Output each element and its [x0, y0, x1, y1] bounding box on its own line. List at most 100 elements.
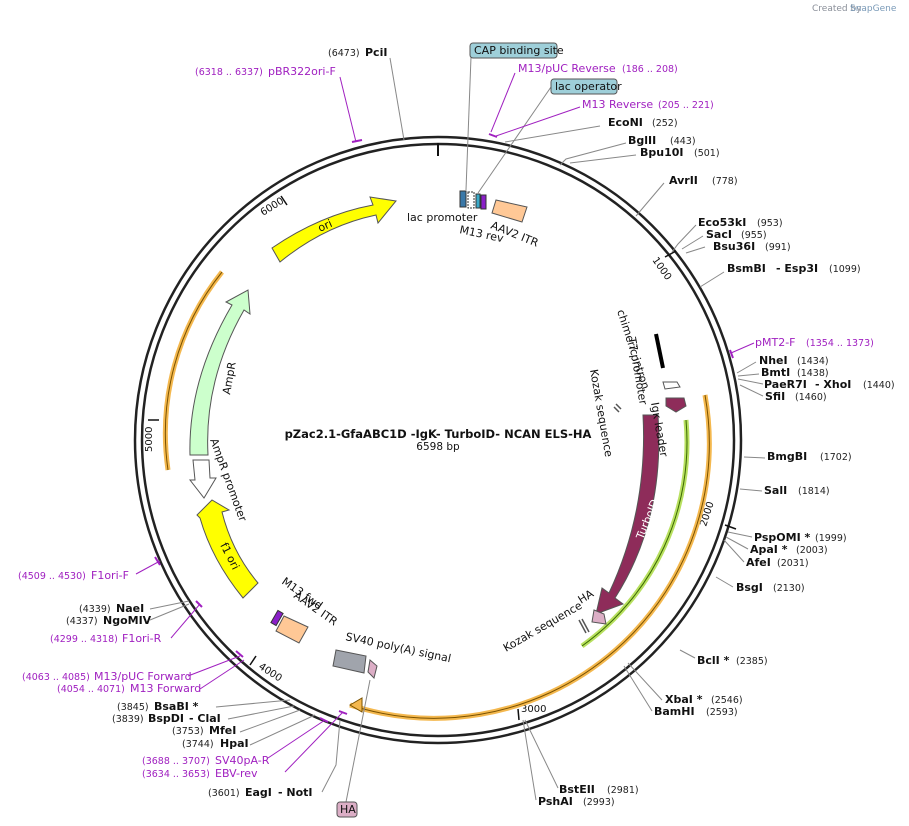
svg-text:BmtI: BmtI — [761, 366, 790, 379]
svg-text:(4337): (4337) — [66, 616, 98, 627]
svg-text:pMT2-F: pMT2-F — [755, 336, 796, 349]
svg-text:BspDI: BspDI — [148, 712, 184, 725]
svg-text:SacI: SacI — [706, 228, 732, 241]
enzyme-econi: EcoNI(252) — [608, 116, 678, 129]
svg-text:BsaBI *: BsaBI * — [154, 700, 199, 713]
enzyme-saci: SacI(955) — [706, 228, 767, 241]
svg-text:EcoNI: EcoNI — [608, 116, 643, 129]
svg-text:AfeI: AfeI — [746, 556, 771, 569]
svg-text:(2993): (2993) — [583, 797, 615, 808]
enzyme-bsmbi: BsmBI- Esp3I(1099) — [727, 262, 861, 275]
enzyme-bamhi: BamHI(2593) — [654, 705, 738, 718]
svg-text:(3634 .. 3653): (3634 .. 3653) — [142, 769, 210, 780]
svg-text:HA: HA — [340, 803, 356, 816]
svg-text:BclI *: BclI * — [697, 654, 730, 667]
enzyme-hpai: (3744) HpaI — [182, 737, 249, 750]
cap-binding-site-box: CAP binding site — [465, 42, 564, 191]
enzyme-bsteii: BstEII(2981) — [559, 783, 639, 796]
svg-text:(953): (953) — [757, 218, 783, 229]
primer-f1ori-r: (4299 .. 4318) F1ori-R — [50, 600, 203, 645]
svg-text:(1440): (1440) — [863, 380, 895, 391]
svg-text:M13 Reverse: M13 Reverse — [582, 98, 653, 111]
enzyme-bspdi: (3839)BspDI- ClaI — [112, 712, 221, 725]
svg-text:(1999): (1999) — [815, 533, 847, 544]
svg-text:M13/pUC Forward: M13/pUC Forward — [94, 670, 192, 683]
svg-text:- ClaI: - ClaI — [189, 712, 221, 725]
enzyme-pcii: (6473)PciI — [328, 46, 387, 59]
sv40-polya-block — [332, 649, 367, 674]
tick-6000: 6000 — [259, 196, 286, 219]
svg-text:(4299 .. 4318): (4299 .. 4318) — [50, 634, 118, 645]
primer-m13-forward: (4054 .. 4071) M13 Forward — [57, 659, 245, 695]
ampr-promoter-arrow — [188, 459, 217, 499]
plasmid-name: pZac2.1-GfaABC1D -IgK- TurboID- NCAN ELS… — [285, 427, 592, 441]
svg-text:(186 .. 208): (186 .. 208) — [622, 64, 678, 75]
svg-text:(501): (501) — [694, 148, 720, 159]
svg-text:(778): (778) — [712, 176, 738, 187]
lac-operator-block — [475, 193, 481, 209]
svg-text:(1702): (1702) — [820, 452, 852, 463]
svg-text:NgoMIV: NgoMIV — [103, 614, 152, 627]
svg-text:PaeR7I: PaeR7I — [764, 378, 807, 391]
svg-text:(443): (443) — [670, 136, 696, 147]
enzyme-pspomi: PspOMI *(1999) — [754, 531, 847, 544]
kozak-bottom-mark — [578, 619, 587, 634]
svg-text:(991): (991) — [765, 242, 791, 253]
enzyme-eco53ki: Eco53kI(953) — [698, 216, 783, 229]
svg-text:- Esp3I: - Esp3I — [776, 262, 818, 275]
svg-text:- NotI: - NotI — [278, 786, 313, 799]
enzyme-pshai: PshAI(2993) — [538, 795, 615, 808]
svg-text:F1ori-R: F1ori-R — [122, 632, 162, 645]
svg-text:(4063 .. 4085): (4063 .. 4085) — [22, 672, 90, 683]
svg-text:(1434): (1434) — [797, 356, 829, 367]
cap-site-block — [459, 190, 467, 208]
svg-text:SfiI: SfiI — [765, 390, 785, 403]
svg-text:SV40pA-R: SV40pA-R — [215, 754, 270, 767]
svg-text:AvrII: AvrII — [669, 174, 698, 187]
enzyme-bcli: BclI *(2385) — [697, 654, 768, 667]
svg-text:EagI: EagI — [245, 786, 272, 799]
svg-text:Bsu36I: Bsu36I — [713, 240, 755, 253]
svg-text:(4509 .. 4530): (4509 .. 4530) — [18, 571, 86, 582]
svg-text:M13/pUC Reverse: M13/pUC Reverse — [518, 62, 616, 75]
primer-pbr322ori-f: (6318 .. 6337) pBR322ori-F — [195, 65, 363, 143]
enzyme-mfei: (3753)MfeI — [172, 724, 236, 737]
enzyme-xbai: XbaI *(2546) — [665, 693, 743, 706]
svg-text:M13 Forward: M13 Forward — [130, 682, 201, 695]
primer-f1ori-f: (4509 .. 4530) F1ori-F — [18, 556, 161, 582]
svg-text:(2130): (2130) — [773, 583, 805, 594]
primer-sv40pa-r: (3688 .. 3707) SV40pA-R — [142, 717, 329, 767]
svg-text:HpaI: HpaI — [220, 737, 249, 750]
svg-text:(1814): (1814) — [798, 486, 830, 497]
orange-arc-right-core — [349, 394, 710, 719]
enzyme-ngomiv: (4337) NgoMIV — [66, 614, 152, 627]
svg-text:PciI: PciI — [365, 46, 387, 59]
kozak-top-mark — [615, 403, 622, 410]
svg-text:(1438): (1438) — [797, 368, 829, 379]
svg-text:MfeI: MfeI — [209, 724, 236, 737]
svg-text:NheI: NheI — [759, 354, 788, 367]
svg-text:(2031): (2031) — [777, 558, 809, 569]
enzyme-bsabi: (3845) BsaBI * — [117, 700, 199, 713]
lac-operator-box: lac operator — [477, 78, 622, 194]
ori-label: ori — [316, 217, 334, 235]
enzyme-bmti: BmtI (1438) — [761, 366, 829, 379]
svg-text:BsgI: BsgI — [736, 581, 763, 594]
enzyme-paer7i: PaeR7I- XhoI(1440) — [764, 378, 895, 391]
svg-text:(1460): (1460) — [795, 392, 827, 403]
svg-text:(3845): (3845) — [117, 702, 149, 713]
ha-arrow — [591, 609, 607, 625]
ampr-arrow — [189, 289, 251, 456]
svg-text:(6318 .. 6337): (6318 .. 6337) — [195, 67, 263, 78]
svg-text:EBV-rev: EBV-rev — [215, 767, 258, 780]
t7-promoter-arrow — [662, 381, 681, 390]
svg-text:lac operator: lac operator — [555, 80, 622, 93]
m13-fwd-block — [270, 609, 284, 627]
enzyme-bmgbi: BmgBI(1702) — [767, 450, 852, 463]
aav2-itr-top-block — [491, 199, 528, 223]
enzyme-afei: AfeI (2031) — [746, 556, 809, 569]
svg-text:(1354 .. 1373): (1354 .. 1373) — [806, 338, 874, 349]
svg-text:(1099): (1099) — [829, 264, 861, 275]
enzyme-bpu10i: Bpu10I(501) — [640, 146, 720, 159]
svg-text:(3744): (3744) — [182, 739, 214, 750]
